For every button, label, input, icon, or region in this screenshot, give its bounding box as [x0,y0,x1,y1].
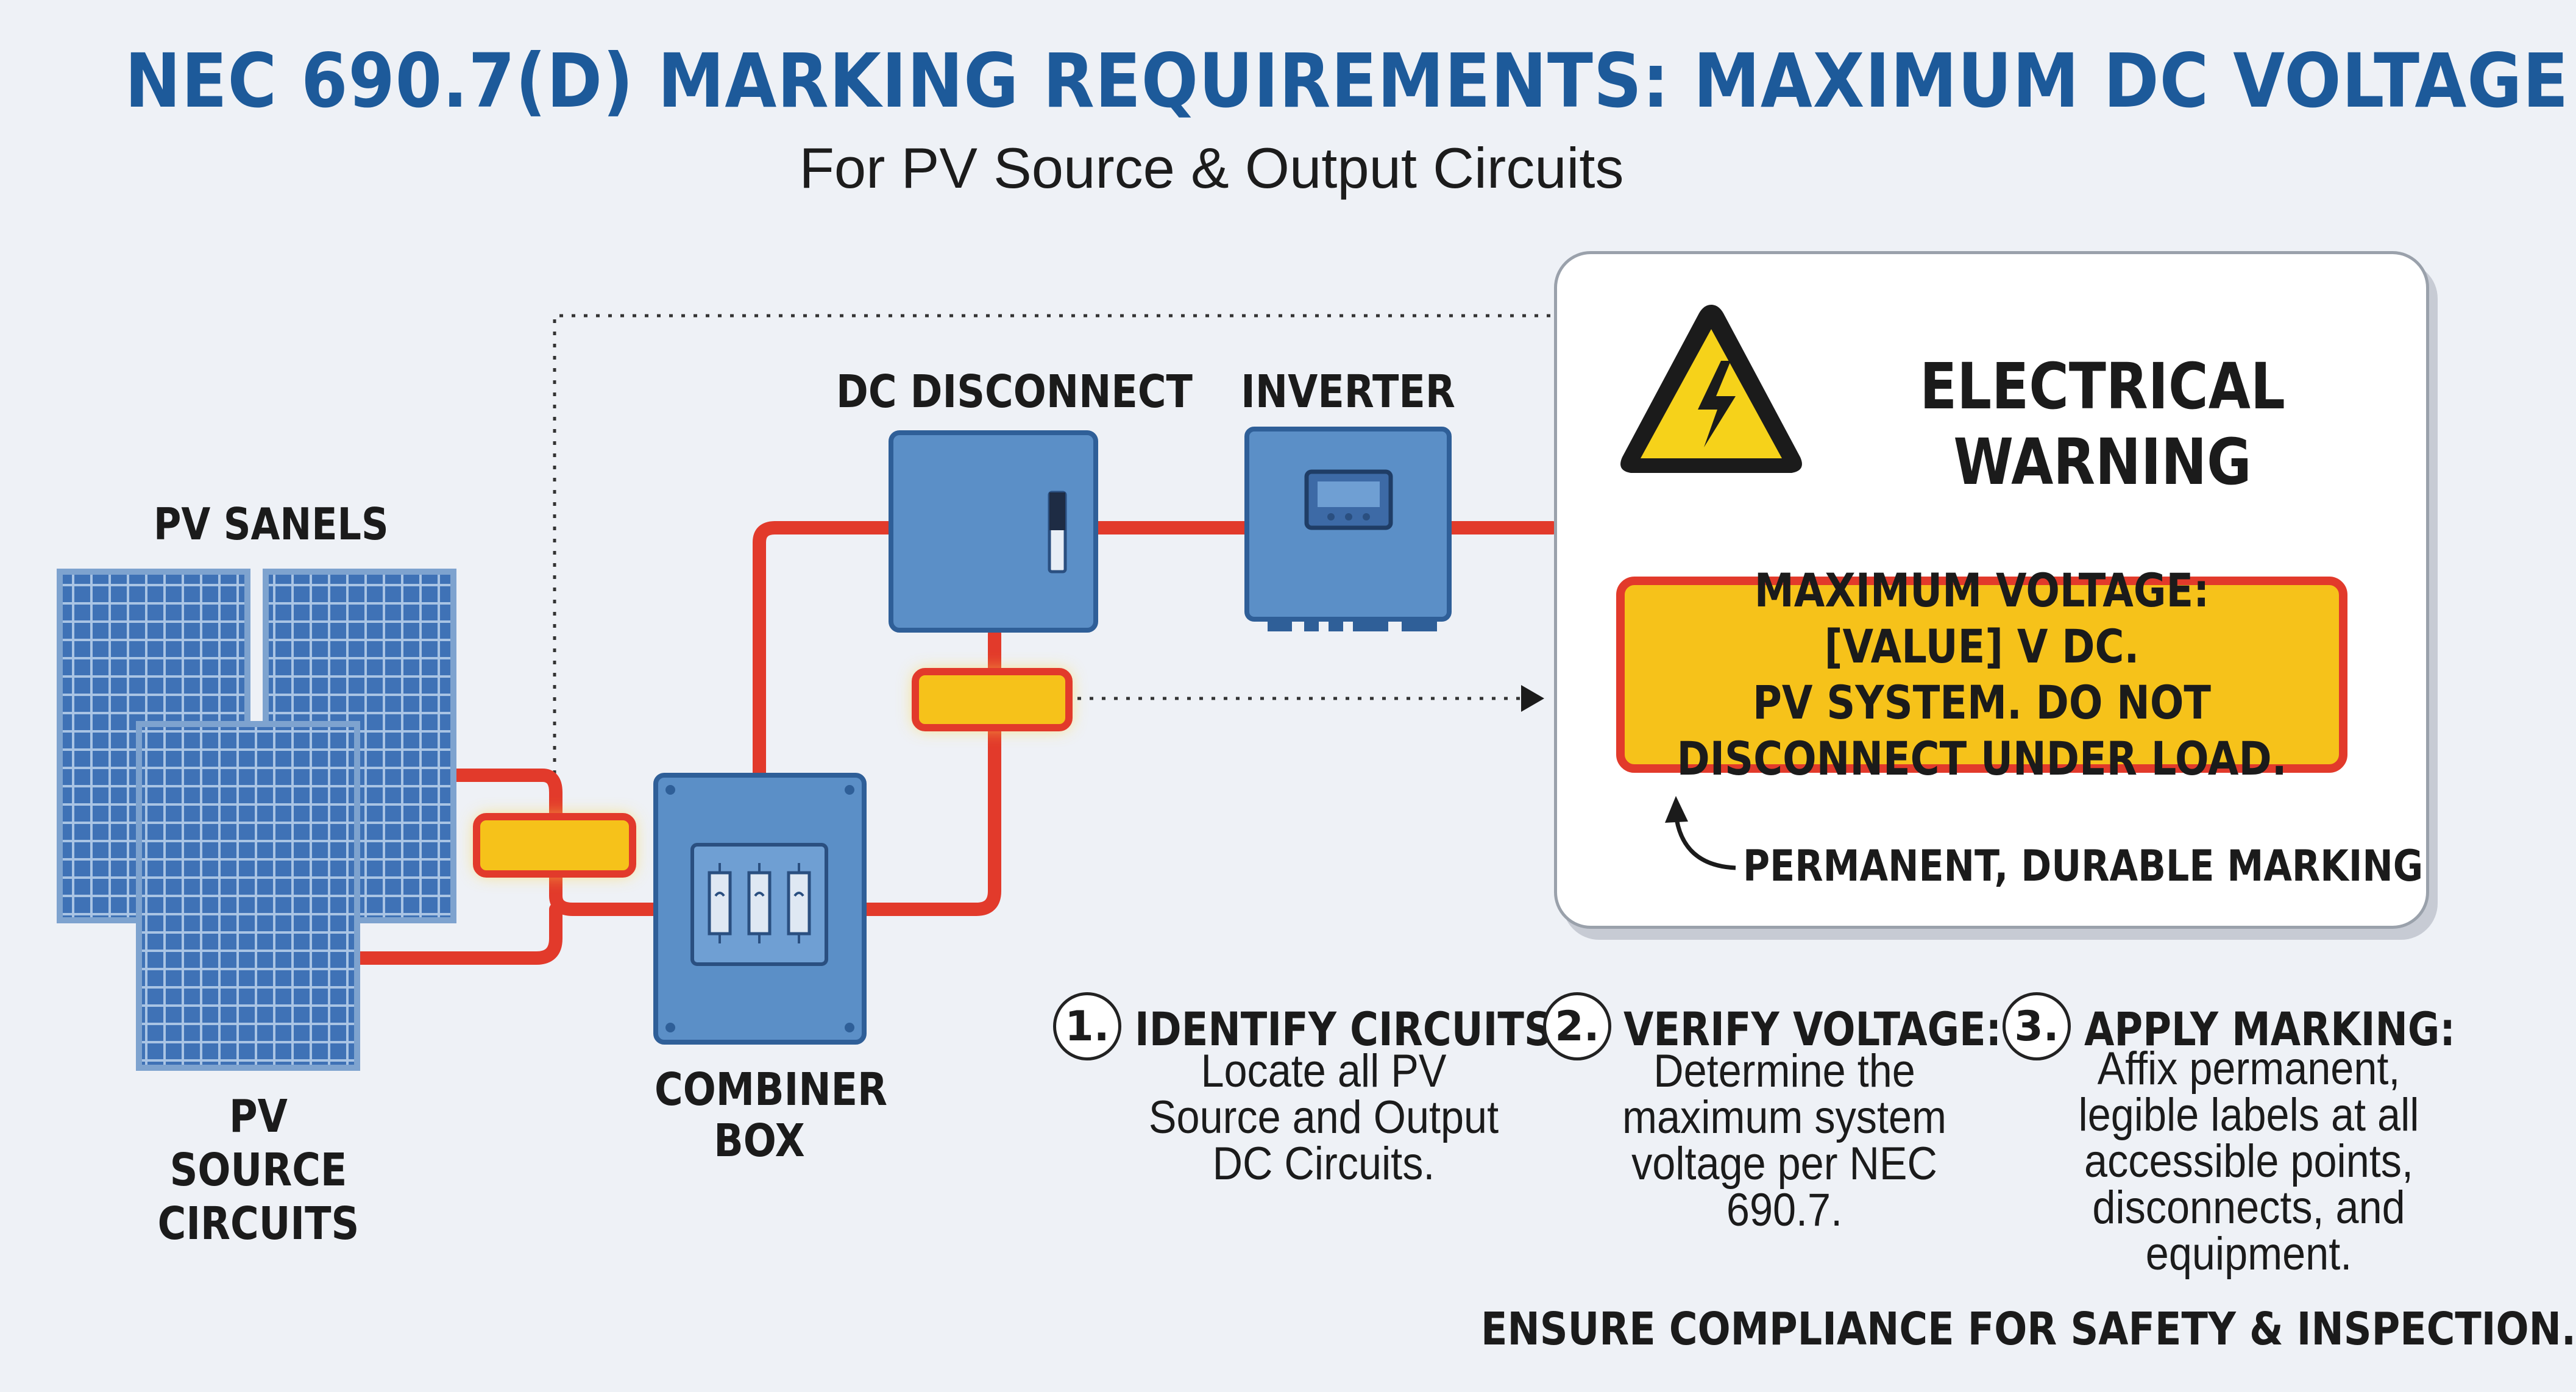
marking-label-disconnect [912,668,1073,731]
step-2-number: 2. [1543,992,1611,1060]
permanent-marking-note: PERMANENT, DURABLE MARKING [1743,841,2424,891]
warning-heading: ELECTRICAL WARNING [1920,349,2285,499]
step-1-body: Locate all PV Source and Output DC Circu… [1148,1045,1499,1190]
step-3-number: 3. [2003,992,2071,1060]
wire-combiner-up [753,521,898,793]
step-2-title: VERIFY VOLTAGE: [1623,1002,2002,1056]
pv-source-circuits-label: PV SOURCE CIRCUITS [157,1090,360,1250]
combiner-box-icon [653,773,867,1045]
dc-disconnect-icon [889,430,1098,633]
page-subtitle: For PV Source & Output Circuits [799,136,1624,200]
arrowhead-icon [1521,685,1544,712]
dotted-leader-top [553,314,1553,811]
step-1-title: IDENTIFY CIRCUITS: [1135,1002,1568,1056]
step-2-body: Determine the maximum system voltage per… [1622,1045,1947,1236]
step-3-body: Affix permanent, legible labels at all a… [2078,1043,2419,1280]
pv-panels-label: PV SANELS [154,499,389,550]
page-title: NEC 690.7(D) MARKING REQUIREMENTS: MAXIM… [124,38,2569,124]
voltage-marking-text: MAXIMUM VOLTAGE: [VALUE] V DC. PV SYSTEM… [1677,563,2287,786]
solar-panel-icon [57,569,456,1071]
voltage-marking-label: MAXIMUM VOLTAGE: [VALUE] V DC. PV SYSTEM… [1616,563,2347,786]
wire-array-bottom [353,903,562,965]
wire-combiner-out [859,711,1001,916]
curved-arrow-icon [1665,796,1736,870]
combiner-box-label: COMBINER BOX [655,1064,888,1167]
inverter-label: INVERTER [1241,366,1455,418]
system-diagram [57,314,1559,1071]
compliance-footer: ENSURE COMPLIANCE FOR SAFETY & INSPECTIO… [1481,1303,2576,1355]
inverter-icon [1244,427,1452,631]
high-voltage-warning-icon [1620,305,1802,473]
pv-panel-front [136,721,360,1071]
marking-label-array [473,813,636,878]
step-3-title: APPLY MARKING: [2084,1002,2455,1056]
dc-disconnect-label: DC DISCONNECT [836,366,1193,418]
step-1-number: 1. [1053,992,1121,1060]
